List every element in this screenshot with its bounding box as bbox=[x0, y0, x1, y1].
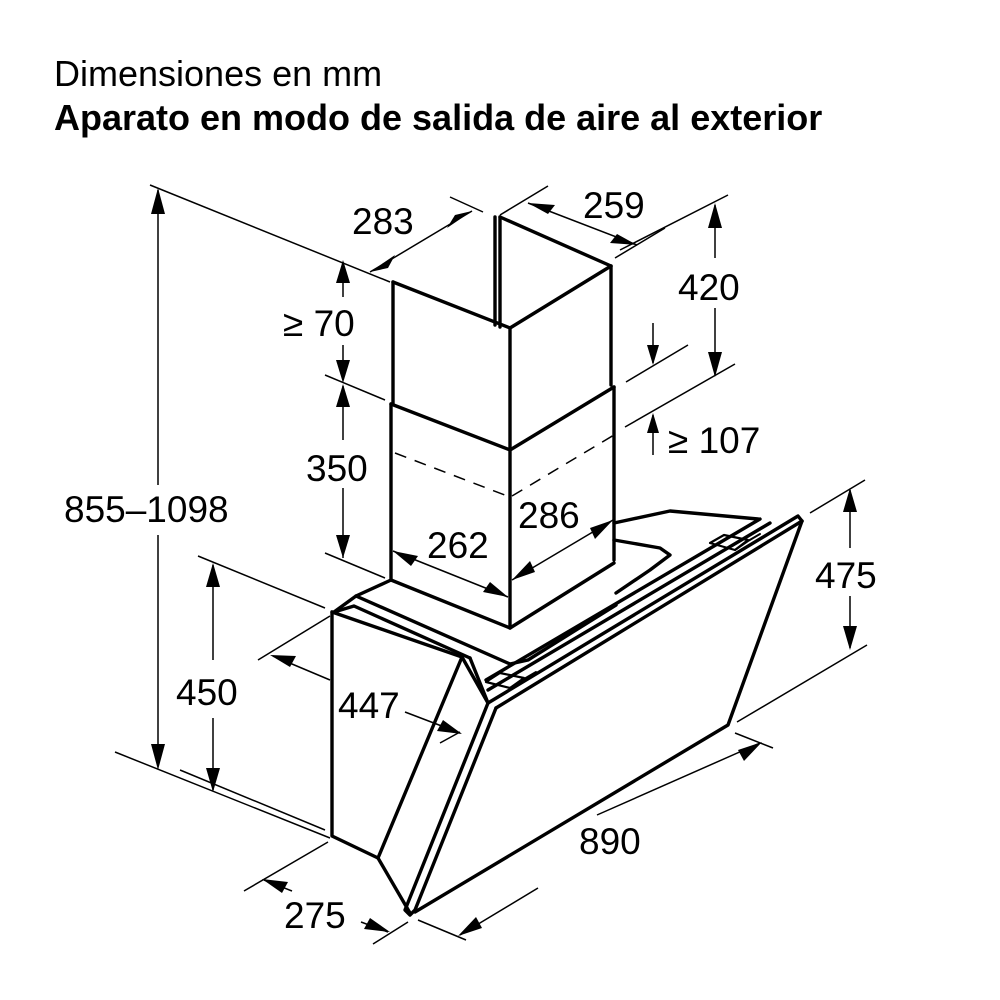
hood-side-panel bbox=[330, 610, 490, 915]
dim-label-min-70: ≥ 70 bbox=[283, 303, 355, 344]
dim-label-283: 283 bbox=[352, 201, 414, 242]
dim-label-total-height: 855–1098 bbox=[64, 489, 229, 530]
dim-hood-front-height: 475 bbox=[736, 479, 877, 723]
dim-label-275: 275 bbox=[284, 895, 346, 936]
lower-chimney bbox=[389, 385, 616, 630]
hood-top-plate bbox=[332, 509, 760, 666]
units-subtitle: Dimensiones en mm bbox=[54, 53, 383, 94]
dim-chimney-upper-width: 259 bbox=[499, 185, 666, 259]
dim-label-450: 450 bbox=[176, 672, 238, 713]
dim-label-890: 890 bbox=[579, 821, 641, 862]
diagram-title: Aparato en modo de salida de aire al ext… bbox=[54, 97, 823, 138]
dim-chimney-upper-height: 420 bbox=[619, 194, 740, 428]
dim-label-286: 286 bbox=[518, 495, 580, 536]
dim-hood-width: 890 bbox=[417, 732, 774, 941]
dim-label-420: 420 bbox=[678, 267, 740, 308]
dim-chimney-lower-width: 262 bbox=[392, 525, 509, 598]
hood-glass-panel bbox=[403, 514, 804, 917]
dim-hood-back-height: 450 bbox=[176, 555, 326, 831]
dim-label-447: 447 bbox=[338, 685, 400, 726]
upper-chimney bbox=[391, 215, 613, 452]
dim-chimney-upper-depth: 283 bbox=[352, 196, 484, 273]
dim-chimney-lower-depth: 286 bbox=[511, 495, 614, 581]
title-block: Dimensiones en mm Aparato en modo de sal… bbox=[54, 52, 834, 140]
dim-total-height: 855–1098 bbox=[64, 184, 391, 839]
dim-label-350: 350 bbox=[306, 448, 368, 489]
dim-hood-bottom-depth: 275 bbox=[243, 841, 409, 945]
hinge-clip-front bbox=[484, 671, 537, 690]
dim-overlap-min: ≥ 107 bbox=[625, 323, 760, 461]
dim-label-259: 259 bbox=[583, 185, 645, 226]
dim-label-475: 475 bbox=[815, 555, 877, 596]
dim-label-262: 262 bbox=[427, 525, 489, 566]
hinge-clip-rear bbox=[708, 533, 761, 552]
dim-label-min-107: ≥ 107 bbox=[668, 420, 760, 461]
dim-hood-depth: 447 bbox=[257, 615, 462, 744]
dim-chimney-lower-height: 350 bbox=[306, 384, 386, 579]
dim-min-clearance-top: ≥ 70 bbox=[283, 260, 386, 401]
